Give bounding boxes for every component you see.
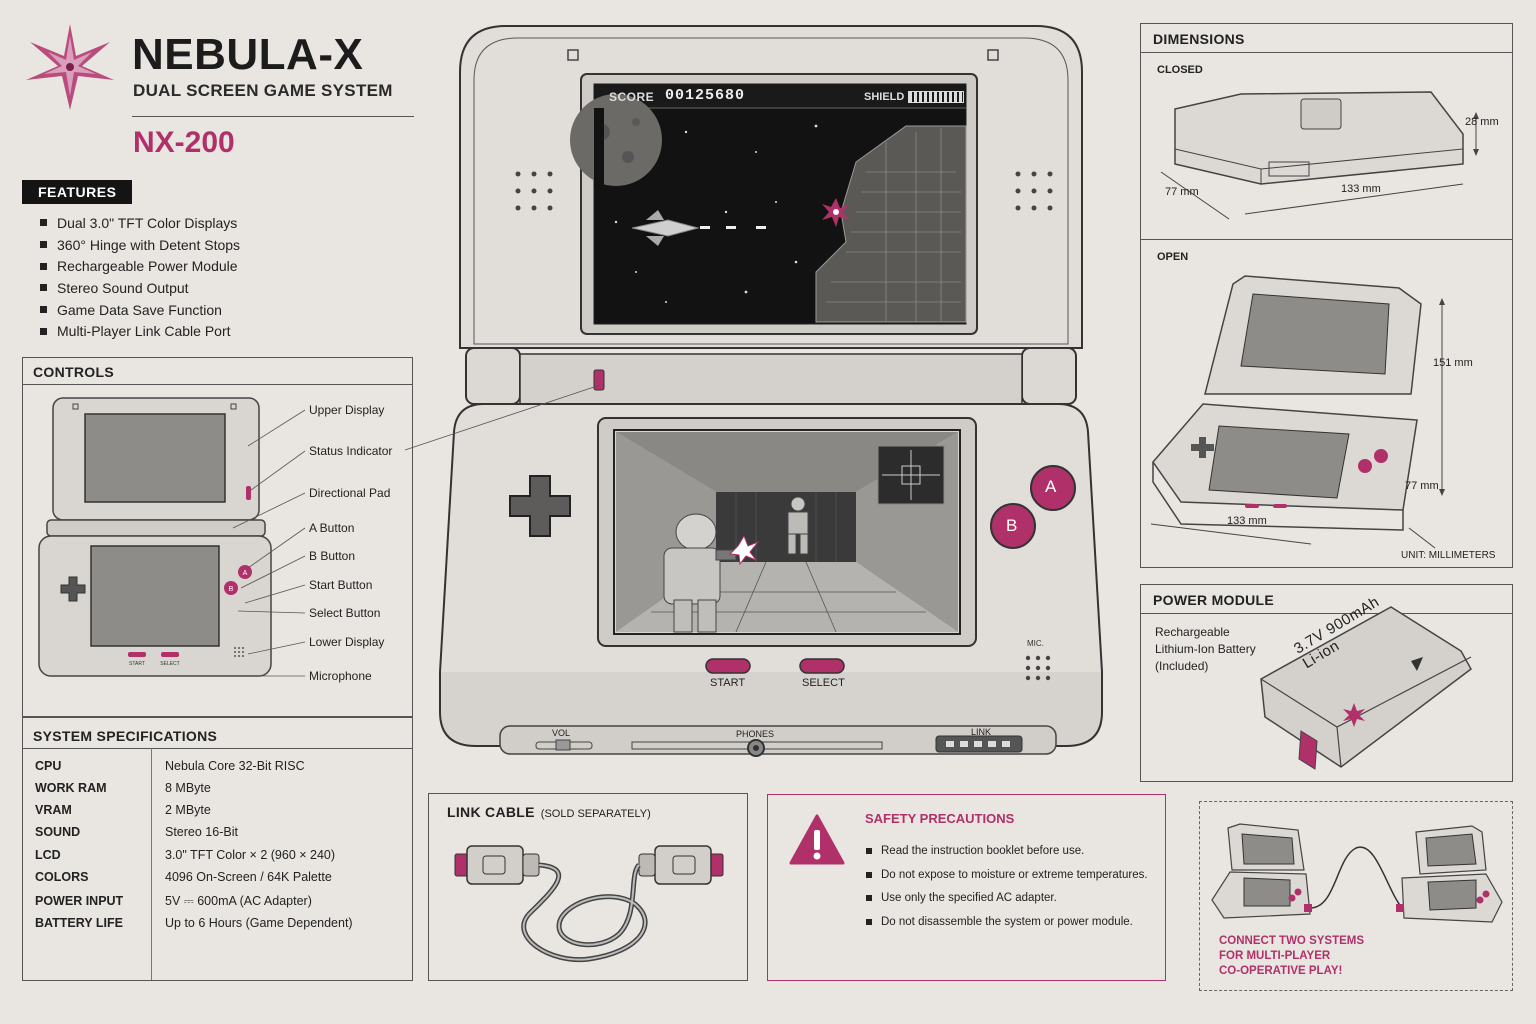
start-label: START [710,677,746,689]
feature-item: 360° Hinge with Detent Stops [40,234,240,256]
svg-text:B: B [229,586,234,593]
link-cable-panel: LINK CABLE (SOLD SEPARATELY) [428,793,748,981]
closed-label: CLOSED [1157,64,1203,76]
power-heading: POWER MODULE [1153,592,1275,608]
label-a-button: A Button [309,521,355,535]
warning-icon [789,814,845,865]
brand-title: NEBULA-X [132,30,364,79]
bullet-icon [40,284,47,292]
feature-item: Dual 3.0" TFT Color Displays [40,212,240,234]
closed-width: 133 mm [1341,183,1381,195]
features-list: Dual 3.0" TFT Color Displays 360° Hinge … [40,212,240,342]
label-start-button: Start Button [309,578,373,592]
features-heading: FEATURES [22,180,133,204]
label-upper-display: Upper Display [309,403,385,417]
safety-heading: SAFETY PRECAUTIONS [865,811,1015,826]
link-port-label: LINK [971,727,992,737]
label-b-button: B Button [309,549,356,563]
label-status-indicator: Status Indicator [309,444,393,458]
vol-label: VOL [552,728,571,738]
hud-score-label: SCORE [609,90,655,104]
bullet-icon [40,219,47,227]
controls-panel: CONTROLS A B START SELECT [22,357,413,717]
closed-height: 28 mm [1465,116,1499,128]
label-microphone: Microphone [309,669,372,683]
bullet-icon [40,241,47,249]
bullet-icon [40,327,47,335]
main-device-illustration [438,25,1104,757]
b-button-label: B [1006,516,1018,535]
controls-leader-lines [232,409,306,677]
multiplayer-illustration [1211,823,1503,923]
a-button-label: A [1045,477,1057,496]
dimensions-diagram [1150,91,1479,549]
phones-label: PHONES [736,729,775,739]
feature-item: Stereo Sound Output [40,277,240,299]
status-indicator-leader [404,384,601,451]
safety-item: Do not expose to moisture or extreme tem… [866,869,1148,881]
dimensions-panel: DIMENSIONS CLOSED OPEN 28 mm 77 mm 133 m… [1140,23,1513,568]
hud-shield-label: SHIELD [864,91,905,103]
open-depth: 77 mm [1405,480,1439,492]
specs-heading: SYSTEM SPECIFICATIONS [33,728,218,744]
safety-item: Use only the specified AC adapter. [866,892,1057,904]
svg-text:A: A [243,570,248,577]
battery-illustration [1260,606,1472,770]
mic-label: MIC. [1027,639,1044,648]
feature-item: Rechargeable Power Module [40,255,240,277]
safety-item: Do not disassemble the system or power m… [866,916,1133,928]
label-directional-pad: Directional Pad [309,486,391,500]
open-label: OPEN [1157,251,1189,263]
bullet-icon [40,306,47,314]
feature-item: Multi-Player Link Cable Port [40,320,240,342]
safety-panel: SAFETY PRECAUTIONS Read the instruction … [767,794,1166,981]
link-cable-illustration [454,845,724,963]
feature-item: Game Data Save Function [40,299,240,321]
select-label: SELECT [802,677,845,689]
label-lower-display: Lower Display [309,635,385,649]
controls-heading: CONTROLS [33,364,114,380]
open-height: 151 mm [1433,357,1473,369]
closed-depth: 77 mm [1165,186,1199,198]
controls-device-diagram: A B START SELECT [38,397,272,677]
model-number: NX-200 [133,126,235,159]
hud-score-value: 00125680 [665,87,746,104]
unit-note: UNIT: MILLIMETERS [1401,550,1496,561]
dimensions-heading: DIMENSIONS [1153,31,1245,47]
power-description: Rechargeable Lithium-Ion Battery (Includ… [1155,625,1256,673]
bullet-icon [40,262,47,270]
brand-divider [132,116,414,117]
brand-subtitle: DUAL SCREEN GAME SYSTEM [133,81,393,100]
star-logo-icon [26,24,114,110]
power-module-panel: POWER MODULE Rechargeable Lithium-Ion Ba… [1140,584,1513,782]
open-width: 133 mm [1227,515,1267,527]
label-select-button: Select Button [309,606,381,620]
multiplayer-panel: CONNECT TWO SYSTEMS FOR MULTI-PLAYER CO-… [1199,801,1513,991]
safety-item: Read the instruction booklet before use. [866,845,1084,857]
multiplayer-caption: CONNECT TWO SYSTEMS FOR MULTI-PLAYER CO-… [1219,935,1365,977]
svg-text:SELECT: SELECT [160,661,179,667]
link-cable-title: LINK CABLE (SOLD SEPARATELY) [447,804,651,820]
svg-text:START: START [129,661,145,667]
shield-meter [908,91,964,103]
